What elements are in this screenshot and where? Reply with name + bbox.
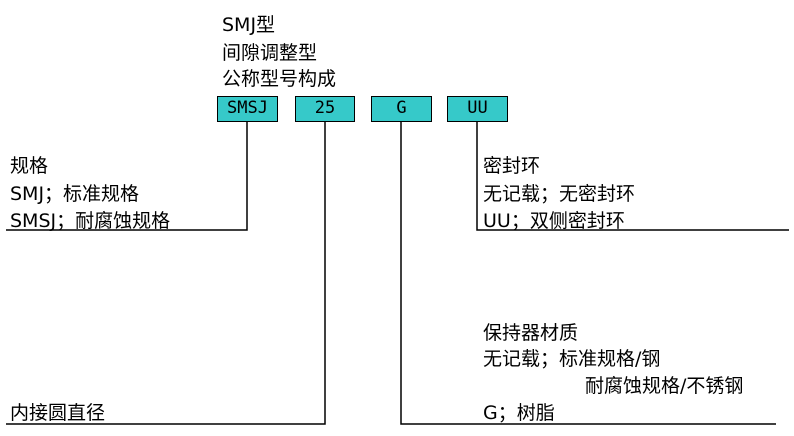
- retainer-line-2: 耐腐蚀规格/不锈钢: [585, 375, 744, 397]
- code-box-size: 25: [295, 96, 355, 122]
- connector-diameter: [6, 122, 326, 425]
- code-box-retainer: G: [371, 96, 432, 122]
- retainer-heading: 保持器材质: [483, 322, 579, 344]
- spec-heading: 规格: [10, 155, 49, 177]
- connector-retainer: [400, 122, 776, 425]
- seal-line-1: 无记载；无密封环: [483, 183, 636, 205]
- retainer-line-3: G；树脂: [483, 402, 555, 424]
- code-box-seal: UU: [447, 96, 508, 122]
- connector-seal: [476, 122, 789, 231]
- code-box-series: SMSJ: [217, 96, 278, 122]
- connector-spec: [6, 122, 248, 231]
- seal-line-2: UU；双侧密封环: [483, 210, 625, 232]
- diameter-label: 内接圆直径: [10, 402, 106, 424]
- title-line-2: 间隙调整型: [222, 42, 318, 64]
- title-line-3: 公称型号构成: [222, 68, 337, 90]
- spec-line-1: SMJ；标准规格: [10, 183, 140, 205]
- title-line-1: SMJ型: [222, 14, 276, 36]
- seal-heading: 密封环: [483, 155, 541, 177]
- spec-line-2: SMSJ；耐腐蚀规格: [10, 210, 171, 232]
- retainer-line-1: 无记载；标准规格/钢: [483, 348, 661, 370]
